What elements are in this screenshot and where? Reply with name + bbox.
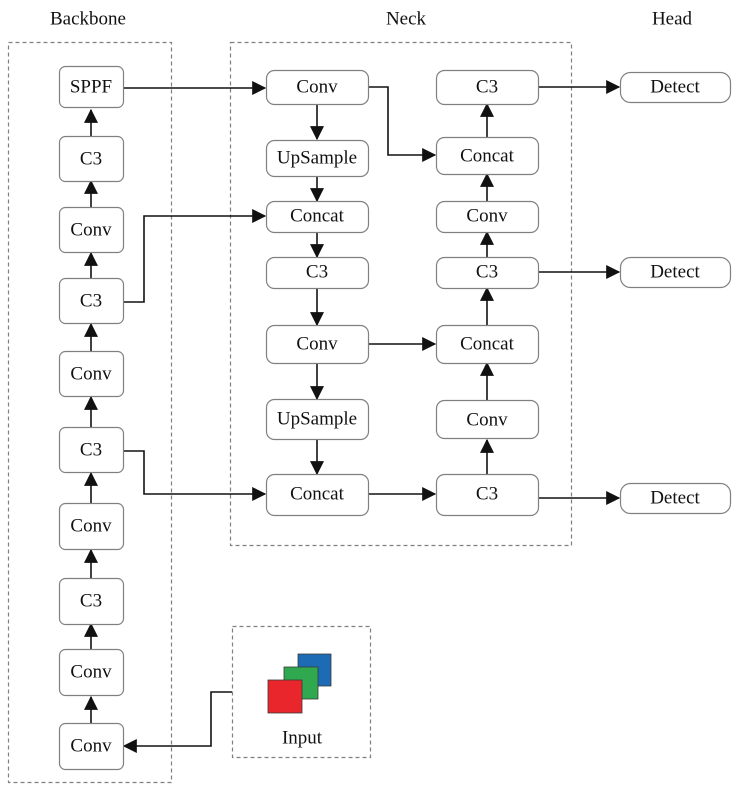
node-neck-c3-4[interactable]: C3 (435, 69, 540, 106)
node-head-detect-2[interactable]: Detect (619, 256, 732, 289)
input-group (231, 625, 372, 759)
node-backbone-c3-3[interactable]: C3 (58, 426, 125, 474)
node-neck-c3-2[interactable]: C3 (435, 473, 540, 517)
neck-title: Neck (386, 9, 427, 30)
node-label: Conv (70, 662, 112, 683)
node-backbone-c3-1[interactable]: C3 (58, 135, 125, 183)
node-label: C3 (476, 262, 498, 283)
node-label: Detect (650, 488, 700, 509)
edges (84, 80, 621, 753)
neck-group (229, 41, 573, 547)
node-label: Conv (70, 516, 112, 537)
node-backbone-conv-5[interactable]: Conv (58, 722, 125, 771)
edge-nconv1-nconcat4 (368, 86, 437, 162)
node-label: Detect (650, 77, 700, 98)
node-neck-upsample-1[interactable]: UpSample (265, 139, 370, 178)
node-neck-concat-4[interactable]: Concat (435, 136, 540, 176)
edge-bc32-nconcat1 (123, 209, 267, 303)
node-backbone-c3-4[interactable]: C3 (58, 577, 125, 626)
node-neck-concat-3[interactable]: Concat (435, 324, 540, 365)
node-label: C3 (306, 262, 328, 283)
node-head-detect-1[interactable]: Detect (619, 71, 732, 104)
node-backbone-conv-3[interactable]: Conv (58, 502, 125, 551)
node-neck-concat-1[interactable]: Concat (265, 200, 370, 234)
node-label: Conv (466, 410, 508, 431)
node-label: C3 (80, 149, 102, 170)
node-label: C3 (476, 484, 498, 505)
node-label: UpSample (277, 148, 357, 169)
node-label: Conv (296, 334, 338, 355)
head-title: Head (652, 9, 693, 30)
node-label: Conv (466, 206, 508, 227)
node-label: SPPF (70, 77, 112, 98)
node-backbone-c3-2[interactable]: C3 (58, 277, 125, 325)
node-label: Detect (650, 262, 700, 283)
node-label: Conv (296, 77, 338, 98)
input-label: Input (282, 728, 323, 749)
node-neck-conv-1[interactable]: Conv (265, 69, 370, 106)
edge-input-bconv5 (122, 691, 232, 753)
node-neck-conv-3[interactable]: Conv (435, 399, 540, 440)
node-backbone-sppf[interactable]: SPPF (58, 65, 125, 109)
node-neck-conv-4[interactable]: Conv (435, 200, 540, 234)
node-backbone-conv-4[interactable]: Conv (58, 648, 125, 697)
backbone-title: Backbone (50, 9, 126, 30)
node-label: Conv (70, 220, 112, 241)
node-label: Concat (460, 334, 515, 355)
node-label: C3 (80, 291, 102, 312)
node-neck-concat-2[interactable]: Concat (265, 473, 370, 517)
node-head-detect-3[interactable]: Detect (619, 482, 732, 515)
node-backbone-conv-2[interactable]: Conv (58, 350, 125, 398)
node-label: Concat (290, 206, 345, 227)
node-neck-c3-1[interactable]: C3 (265, 256, 370, 290)
node-label: UpSample (277, 409, 357, 430)
node-neck-upsample-2[interactable]: UpSample (265, 398, 370, 441)
edge-bc33-nconcat2 (123, 450, 267, 501)
backbone-group (7, 41, 173, 784)
node-label: Concat (460, 146, 515, 167)
node-label: C3 (80, 440, 102, 461)
node-label: C3 (80, 591, 102, 612)
node-label: Conv (70, 736, 112, 757)
node-neck-conv-2[interactable]: Conv (265, 324, 370, 365)
node-backbone-conv-1[interactable]: Conv (58, 206, 125, 254)
node-label: Conv (70, 364, 112, 385)
red-channel-square (267, 679, 303, 714)
node-neck-c3-3[interactable]: C3 (435, 256, 540, 290)
node-label: Concat (290, 484, 345, 505)
input-image-stack-icon (267, 653, 332, 714)
node-label: C3 (476, 77, 498, 98)
